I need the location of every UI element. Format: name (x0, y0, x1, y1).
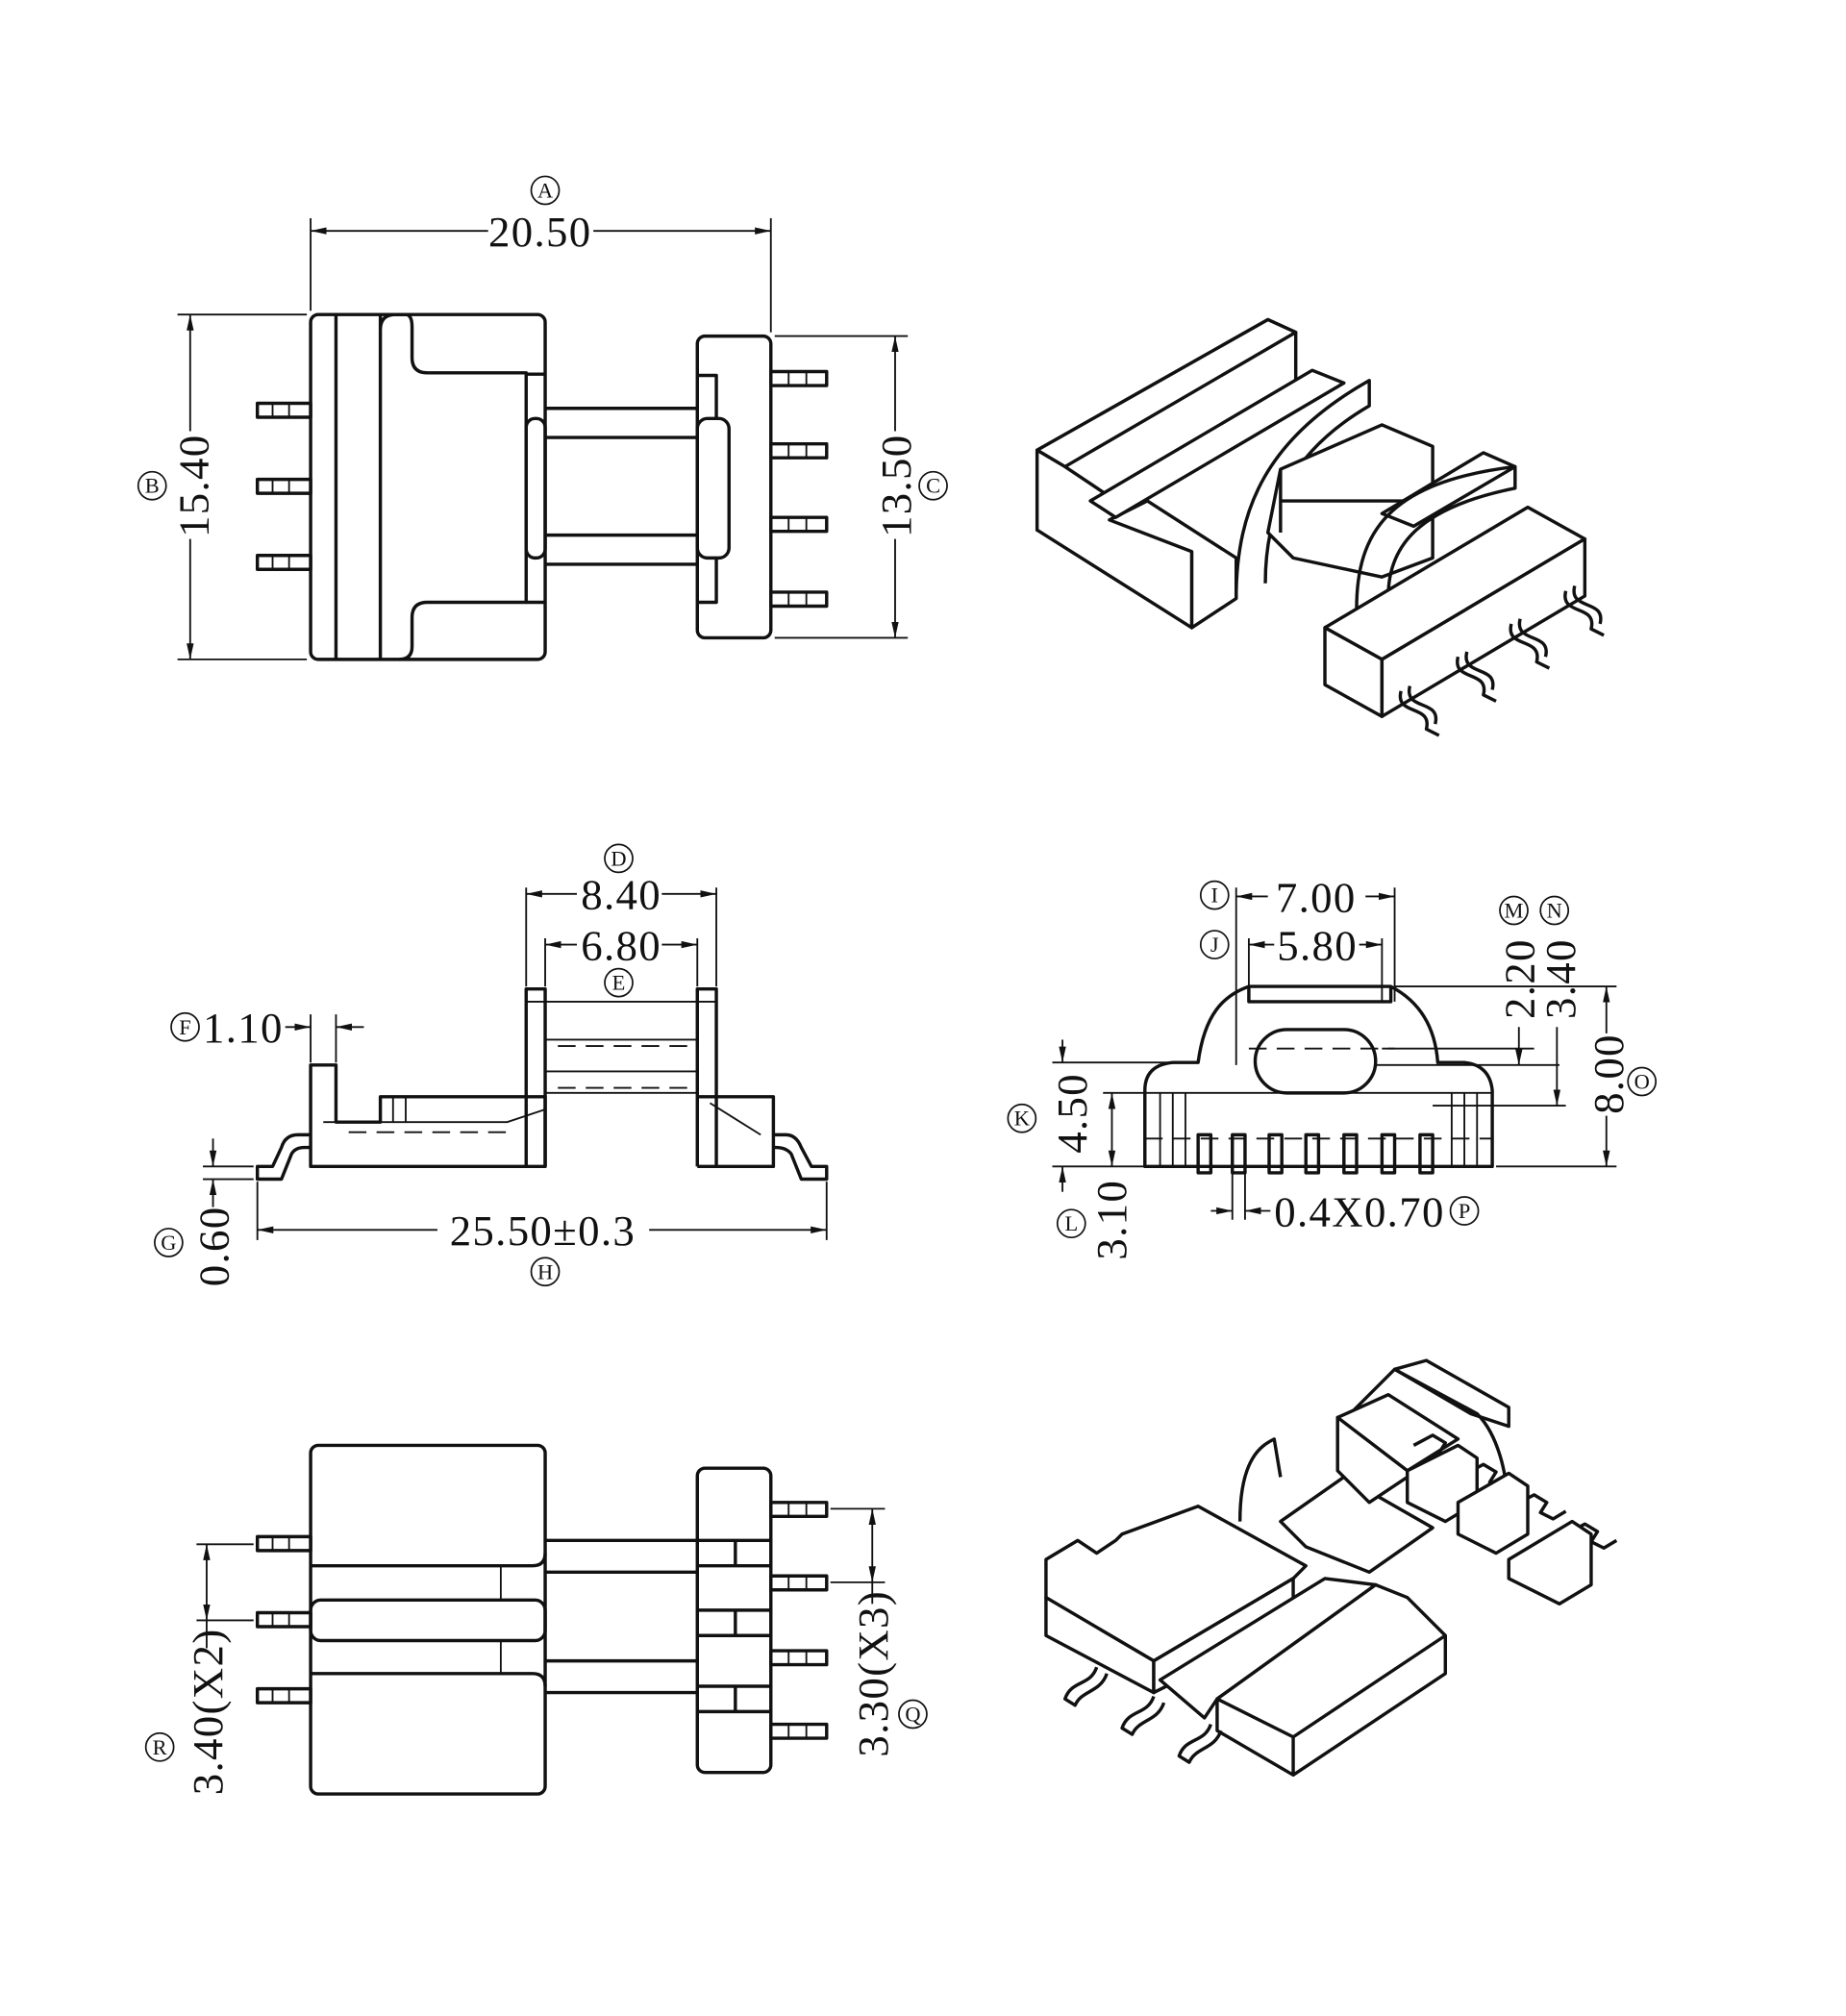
callout-n: N (1539, 895, 1570, 926)
dim-o-value: 8.00 (1584, 1033, 1633, 1114)
callout-l: L (1056, 1208, 1086, 1239)
callout-j-label: J (1210, 933, 1219, 957)
callout-c-label: C (926, 474, 940, 498)
bottom-view: 3.40(X2) 3.30(X3) (184, 1443, 897, 1796)
pin-row-iso (1412, 1433, 1618, 1550)
callout-i: I (1199, 880, 1230, 910)
dim-c-value: 13.50 (872, 434, 920, 536)
callout-j: J (1199, 930, 1230, 959)
dim-k-value: 4.50 (1048, 1073, 1096, 1154)
callout-b-label: B (145, 474, 160, 498)
callout-o: O (1627, 1066, 1658, 1097)
smd-leads (1398, 585, 1605, 737)
pin-row (1196, 1132, 1434, 1175)
dim-b-value: 15.40 (169, 434, 217, 536)
pins-left (255, 401, 312, 571)
callout-c: C (918, 470, 948, 501)
pins-bottom-right (769, 1501, 829, 1740)
top-view: 20.50 15.40 13.50 (169, 208, 920, 661)
callout-o-label: O (1634, 1069, 1650, 1093)
smd-leads-iso (1062, 1666, 1223, 1764)
dim-j-value: 5.80 (1277, 921, 1358, 969)
dim-n-value: 3.40 (1536, 938, 1584, 1019)
callout-q-label: Q (905, 1703, 920, 1727)
callout-r-label: R (153, 1735, 167, 1759)
callout-h-label: H (537, 1259, 553, 1283)
dim-d-value: 8.40 (581, 871, 661, 919)
pins-bottom-left (255, 1534, 312, 1705)
callout-p-label: P (1459, 1199, 1470, 1223)
callout-d-label: D (611, 846, 626, 870)
callout-k: K (1007, 1103, 1037, 1133)
dim-h-value: 25.50±0.3 (450, 1207, 636, 1255)
callout-r: R (144, 1731, 175, 1762)
front-view: 7.00 5.80 2.20 3.40 8.00 4.50 3.10 0.4X0… (1048, 873, 1633, 1259)
callout-g-label: G (161, 1231, 176, 1255)
dim-r-value: 3.40(X2) (184, 1629, 232, 1796)
dim-g-value: 0.60 (189, 1207, 237, 1287)
callout-f: F (170, 1011, 200, 1042)
dim-l-value: 3.10 (1087, 1180, 1135, 1260)
callout-n-label: N (1547, 898, 1562, 922)
callout-q: Q (898, 1699, 928, 1730)
callout-f-label: F (179, 1015, 190, 1039)
dim-e-value: 6.80 (581, 921, 661, 969)
callout-e-label: E (612, 971, 626, 995)
callout-d: D (604, 843, 634, 874)
callout-m: M (1499, 895, 1529, 926)
dim-a-value: 20.50 (488, 208, 591, 256)
callout-k-label: K (1014, 1107, 1030, 1131)
callout-m-label: M (1505, 898, 1524, 922)
callout-b: B (137, 470, 167, 501)
isometric-view-top (1035, 317, 1605, 737)
dim-f-value: 1.10 (203, 1004, 284, 1052)
dim-q-value: 3.30(X3) (849, 1590, 897, 1757)
callout-l-label: L (1064, 1211, 1078, 1235)
callout-g: G (154, 1228, 184, 1257)
dim-m-value: 2.20 (1496, 938, 1544, 1019)
callout-a: A (530, 175, 561, 206)
callout-p: P (1449, 1196, 1480, 1226)
callout-a-label: A (537, 178, 554, 202)
isometric-view-bottom (1044, 1358, 1618, 1778)
callout-h: H (530, 1257, 561, 1287)
dim-p-value: 0.4X0.70 (1274, 1187, 1444, 1235)
callout-e: E (604, 967, 634, 998)
callout-i-label: I (1211, 884, 1218, 908)
callouts: A B C D E F G H I J K L M N O P Q R (137, 175, 1658, 1762)
dim-i-value: 7.00 (1276, 873, 1357, 921)
side-view: 8.40 6.80 1.10 0.60 25.50±0.3 (189, 871, 829, 1287)
pins-right (769, 369, 829, 609)
